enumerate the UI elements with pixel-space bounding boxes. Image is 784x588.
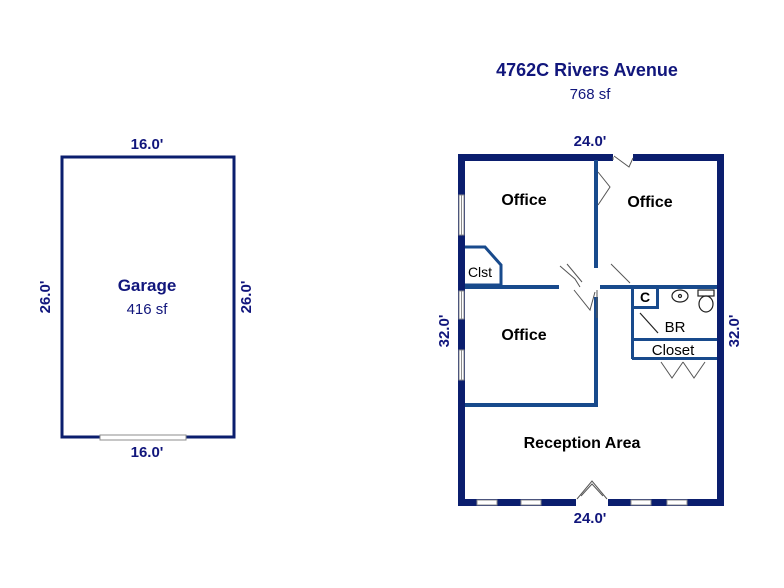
toilet-bowl-icon (698, 295, 714, 313)
garage-area: 416 sf (127, 301, 169, 318)
bathroom-fixtures (639, 289, 715, 334)
entry-door-gap (576, 499, 608, 506)
garage-dim-left: 26.0' (37, 281, 54, 314)
room-office-sw: Office (501, 327, 546, 344)
windows-left (458, 194, 465, 381)
garage-label: Garage (118, 276, 177, 295)
room-office-nw: Office (501, 192, 546, 209)
room-clst: Clst (468, 264, 492, 280)
clst-walls (465, 245, 503, 287)
building-dim-left: 32.0' (436, 315, 453, 348)
garage-door (99, 434, 187, 441)
garage-dim-bottom: 16.0' (131, 444, 164, 461)
room-office-ne: Office (627, 194, 672, 211)
top-door (612, 155, 634, 168)
building-dim-right: 32.0' (726, 315, 743, 348)
property-address: 4762C Rivers Avenue (496, 60, 678, 80)
office-doors (559, 171, 706, 379)
room-closet: Closet (652, 342, 695, 359)
property-area: 768 sf (570, 86, 612, 103)
building: Office Office Office Clst C BR Closet Re… (436, 133, 743, 527)
garage: Garage 416 sf 16.0' 16.0' 26.0' 26.0' (37, 136, 255, 461)
building-dim-bottom: 24.0' (574, 510, 607, 527)
room-br: BR (665, 319, 686, 336)
windows-bottom (476, 499, 688, 506)
building-dim-top: 24.0' (574, 133, 607, 150)
room-c: C (640, 289, 650, 305)
garage-outline (60, 155, 236, 439)
room-reception: Reception Area (524, 435, 641, 452)
garage-dim-top: 16.0' (131, 136, 164, 153)
entry-door (576, 480, 608, 500)
toilet-tank-icon (697, 289, 715, 297)
interior-walls (465, 160, 717, 407)
garage-dim-right: 26.0' (238, 281, 255, 314)
sink-icon (671, 289, 689, 303)
